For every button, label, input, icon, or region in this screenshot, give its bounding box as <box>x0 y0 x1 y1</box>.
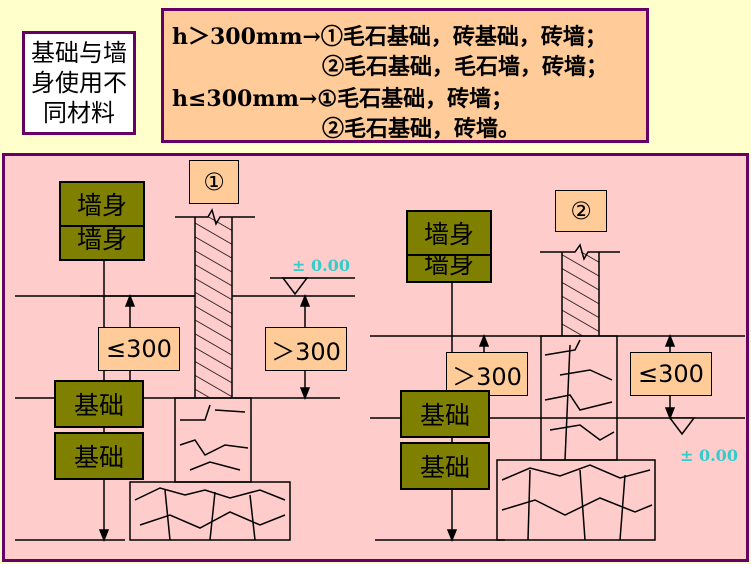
title-box: 基础与墙身使用不同材料 <box>22 31 136 135</box>
case1-elevation-mark: ± 0.00 <box>292 256 350 275</box>
case2-foundation-label: 基础 <box>400 390 490 438</box>
rule-line-1: h＞300mm→①毛石基础，砖基础，砖墙； <box>172 24 607 50</box>
rule-line-4: ②毛石基础，砖墙。 <box>322 116 521 142</box>
case1-badge: ① <box>189 160 239 204</box>
case1-foundation-label-back: 基础 <box>54 432 144 480</box>
case2-dim-left: ＞300 <box>446 352 528 396</box>
case1-dim-left: ≤300 <box>98 327 180 371</box>
case2-rubble-footing <box>496 459 656 541</box>
rule-line-2: ②毛石基础，毛石墙，砖墙； <box>322 54 609 80</box>
title-text: 基础与墙身使用不同材料 <box>31 39 127 127</box>
case2-wall-label: 墙身 <box>406 210 492 256</box>
rule-box: h＞300mm→①毛石基础，砖基础，砖墙； ②毛石基础，毛石墙，砖墙； h≤30… <box>161 8 649 143</box>
case1-dim-right: ＞300 <box>265 327 347 371</box>
case1-drawing <box>15 208 355 543</box>
case2-dim-right: ≤300 <box>630 352 712 396</box>
case1-foundation-label: 基础 <box>54 380 144 428</box>
case1-brick-wall <box>195 217 232 398</box>
case2-badge: ② <box>555 190 607 232</box>
case2-elevation-mark: ± 0.00 <box>680 446 738 465</box>
case1-wall-label: 墙身 <box>59 181 145 227</box>
rule-line-3: h≤300mm→①毛石基础，砖墙； <box>172 86 514 112</box>
case2-brick-wall <box>562 252 599 336</box>
case2-foundation-label-back: 基础 <box>400 442 490 490</box>
